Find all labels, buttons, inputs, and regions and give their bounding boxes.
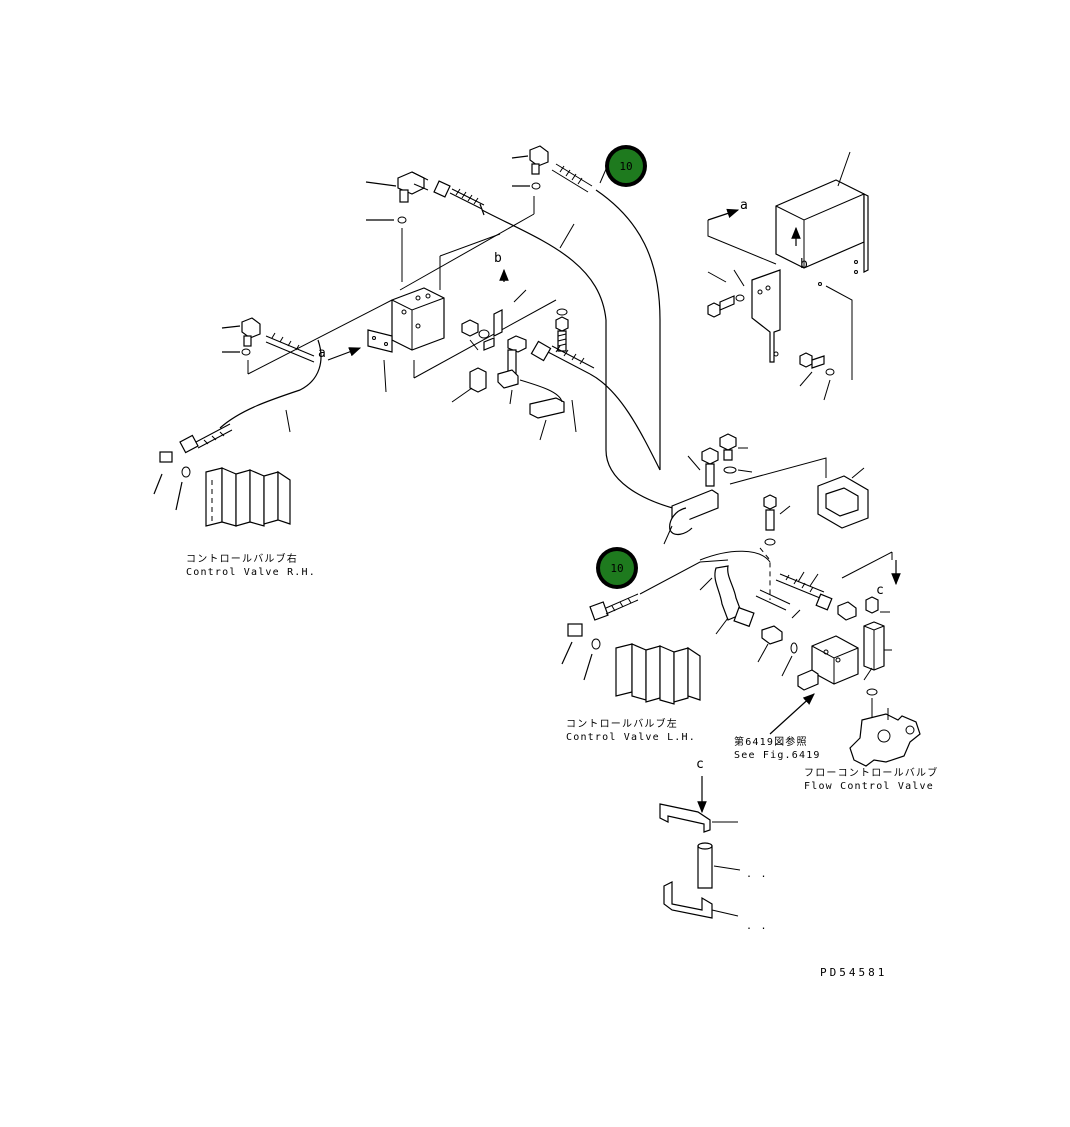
lower-pipe-assembly <box>699 565 798 677</box>
port-block <box>797 635 859 691</box>
view-marker-c-right: c <box>876 583 884 598</box>
mounting-plate <box>367 329 393 393</box>
short-hose-pair <box>755 547 833 619</box>
view-marker-c-detail: c <box>696 757 704 772</box>
flow-valve-pipe <box>863 621 892 720</box>
see-fig-label-jp: 第6419図参照 <box>734 735 808 748</box>
control-valve-rh-label-en: Control Valve R.H. <box>186 567 316 578</box>
cover-bolt-lower <box>799 352 835 401</box>
callout-number-bottom: 10 <box>610 562 623 575</box>
elbow-fitting-center <box>451 335 527 405</box>
hose-main-long-a <box>595 189 661 470</box>
clamp-bracket <box>663 489 719 545</box>
control-valve-rh <box>205 467 291 527</box>
view-marker-a-left: a <box>318 346 326 361</box>
center-hose <box>530 340 661 471</box>
flow-control-label-en: Flow Control Valve <box>804 781 934 792</box>
svg-text:. .: . . <box>746 921 768 932</box>
left-elbow-fitting <box>221 317 315 363</box>
junction-block <box>391 287 445 351</box>
see-fig-label-en: See Fig.6419 <box>734 750 821 761</box>
control-valve-lh-fittings <box>561 623 601 681</box>
control-valve-lh-label-en: Control Valve L.H. <box>566 732 696 743</box>
callout-number-top: 10 <box>619 160 632 173</box>
callout-badge-bottom-fill <box>600 551 634 585</box>
bolt-center <box>555 308 569 352</box>
connector-c-top <box>837 551 901 621</box>
rubber-block <box>817 467 869 529</box>
pipe-u-bend <box>519 379 565 441</box>
callout-badge-top-fill <box>609 149 643 183</box>
control-valve-rh-fittings <box>153 451 191 511</box>
detail-clamp-bottom: . . <box>663 881 768 932</box>
bolt-small-right <box>763 494 791 546</box>
detail-spacer-tube: . . <box>697 842 768 889</box>
callout-badge-bottom[interactable]: 10 <box>596 547 638 589</box>
control-valve-lh <box>615 643 701 705</box>
cover-bracket <box>751 151 869 363</box>
top-elbow-fitting-right <box>511 145 593 193</box>
view-marker-b-center: b <box>494 251 502 266</box>
nut-fitting <box>461 319 490 351</box>
clamp-b <box>483 268 527 351</box>
view-marker-a-right: a <box>740 198 748 213</box>
drawing-number: PD54581 <box>820 966 887 979</box>
callout-badge-top[interactable]: 10 <box>605 145 647 187</box>
flow-control-label-jp: フローコントロールバルブ <box>804 766 938 779</box>
svg-text:. .: . . <box>746 869 768 880</box>
lower-left-hose <box>179 409 291 454</box>
cover-bolt-upper <box>707 269 745 318</box>
view-marker-b-right: b <box>800 257 808 272</box>
control-valve-lh-label-jp: コントロールバルブ左 <box>566 717 678 730</box>
control-valve-rh-label-jp: コントロールバルブ右 <box>186 552 298 565</box>
top-elbow-fitting-left <box>365 171 429 224</box>
clamp-bolts <box>687 433 753 500</box>
detail-clamp-top <box>659 803 738 833</box>
hose-main-long-b <box>481 209 681 511</box>
top-hose-segment <box>433 180 485 216</box>
hose-main-long-c <box>219 339 322 429</box>
lower-hose-lh <box>589 559 729 621</box>
flow-control-valve <box>849 708 921 767</box>
